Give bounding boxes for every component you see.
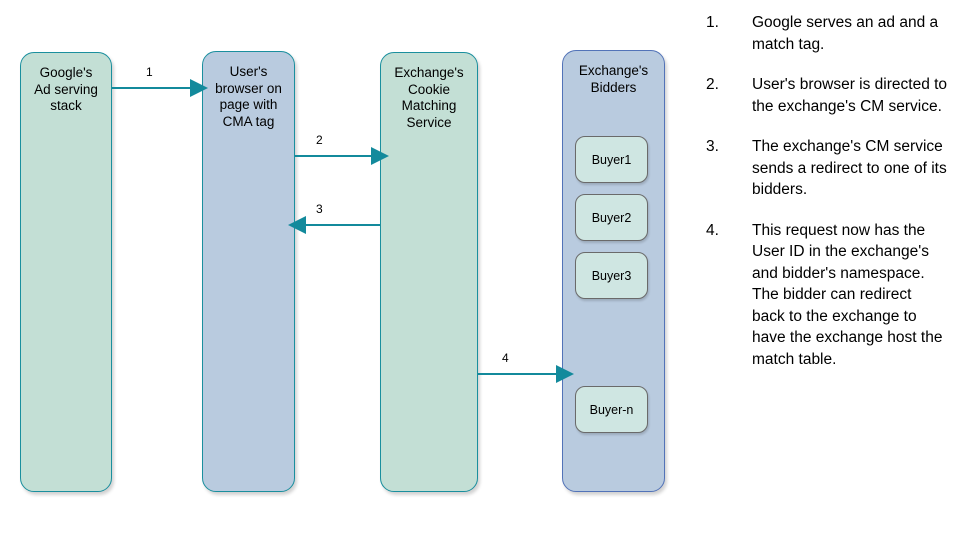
node-ad-serving-stack: Google's Ad serving stack [20, 52, 112, 492]
connector-label-3: 3 [316, 202, 323, 216]
step-item: 4. This request now has the User ID in t… [706, 220, 948, 371]
buyer-box: Buyer3 [575, 252, 648, 299]
node-label: Google's Ad serving stack [34, 65, 98, 113]
step-text: This request now has the User ID in the … [752, 221, 943, 368]
connector-arrow-3 [288, 215, 385, 237]
buyer-label: Buyer2 [591, 210, 632, 225]
node-cookie-matching-service: Exchange's Cookie Matching Service [380, 52, 478, 492]
step-number: 4. [706, 221, 719, 239]
steps-list: 1. Google serves an ad and a match tag. … [706, 12, 948, 389]
step-text: Google serves an ad and a match tag. [752, 14, 939, 53]
step-number: 3. [706, 138, 719, 155]
buyer-label: Buyer-n [589, 402, 634, 417]
step-text: The exchange's CM service sends a redire… [752, 138, 947, 198]
step-item: 2. User's browser is directed to the exc… [706, 74, 948, 117]
buyer-box: Buyer1 [575, 136, 648, 183]
buyer-label: Buyer1 [591, 152, 632, 167]
step-item: 1. Google serves an ad and a match tag. [706, 12, 948, 55]
node-user-browser: User's browser on page with CMA tag [202, 51, 295, 492]
buyer-box: Buyer2 [575, 194, 648, 241]
node-label: Exchange's Cookie Matching Service [394, 65, 464, 130]
buyer-box: Buyer-n [575, 386, 648, 433]
connector-arrow-4 [478, 364, 574, 386]
connector-label-1: 1 [146, 65, 153, 79]
buyer-label: Buyer3 [591, 268, 632, 283]
connector-arrow-2 [295, 146, 389, 168]
connector-label-4: 4 [502, 351, 509, 365]
step-item: 3. The exchange's CM service sends a red… [706, 136, 948, 201]
step-number: 1. [706, 14, 719, 31]
connector-arrow-1 [112, 78, 208, 100]
node-label: User's browser on page with CMA tag [215, 64, 282, 129]
node-label: Exchange's Bidders [578, 63, 649, 95]
step-number: 2. [706, 76, 719, 93]
step-text: User's browser is directed to the exchan… [752, 76, 948, 115]
connector-label-2: 2 [316, 133, 323, 147]
